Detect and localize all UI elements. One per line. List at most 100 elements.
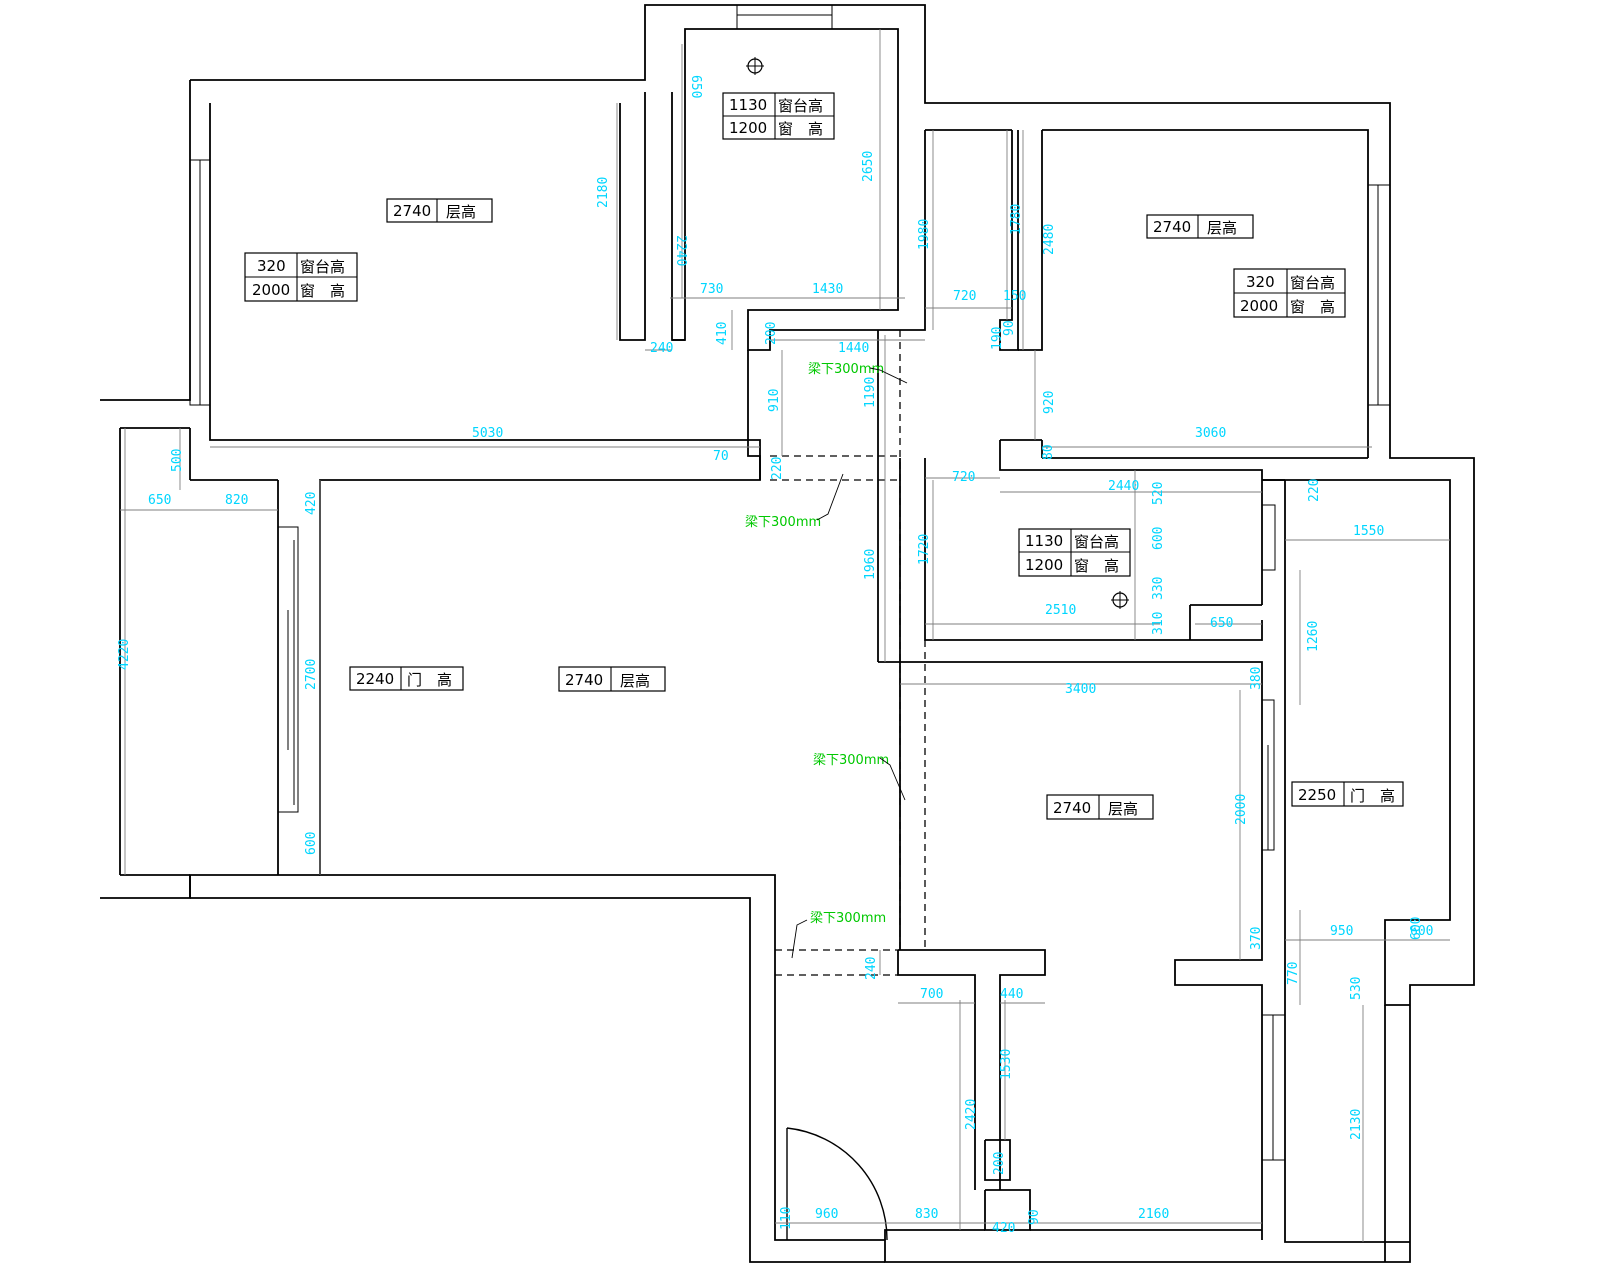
sill-height-value: 1130 — [729, 96, 767, 114]
dimension-text: 650 — [1210, 616, 1233, 631]
dimension-text: 950 — [1330, 924, 1353, 939]
dimension-values: 650 2180 2240 2650 730 1430 240 410 200 … — [117, 75, 1433, 1236]
door-height-text: 门 高 — [407, 671, 452, 689]
window-spec-label: 1130 窗台高 1200 窗 高 — [722, 92, 835, 140]
window-height-text: 窗 高 — [300, 282, 345, 300]
ceiling-height-value: 2740 — [565, 671, 603, 689]
dimension-text: 700 — [920, 987, 943, 1002]
dimension-text: 830 — [915, 1207, 938, 1222]
dimension-text: 70 — [713, 449, 729, 464]
dimension-text: 240 — [650, 341, 673, 356]
dimension-lines — [120, 29, 1450, 1242]
dimension-text: 3060 — [1195, 426, 1226, 441]
ceiling-height-value: 2740 — [393, 202, 431, 220]
dimension-text: 820 — [225, 493, 248, 508]
ceiling-height-label: 2740 层高 — [1046, 794, 1154, 820]
door-height-value: 2240 — [356, 670, 394, 688]
dimension-text: 310 — [1151, 612, 1166, 635]
dimension-text: 190 — [990, 327, 1005, 350]
dimension-text: 1780 — [1009, 204, 1024, 235]
dimension-text: 720 — [952, 470, 975, 485]
exhaust-fan-icon — [1111, 591, 1129, 609]
beam-note: 梁下300mm — [813, 753, 889, 768]
sill-height-text: 窗台高 — [1290, 274, 1335, 292]
interior-walls — [619, 28, 1451, 1262]
window-top-bathroom — [736, 4, 833, 30]
window-balcony — [277, 526, 299, 813]
dimension-text: 150 — [1003, 289, 1026, 304]
dimension-text: 530 — [1349, 977, 1364, 1000]
ceiling-height-text: 层高 — [446, 203, 476, 221]
window-height-value: 2000 — [1240, 297, 1278, 315]
dimension-text: 2440 — [1108, 479, 1139, 494]
dimension-text: 2420 — [964, 1099, 979, 1130]
dimension-text: 200 — [992, 1152, 1007, 1175]
entry-door — [786, 1127, 888, 1241]
dimension-text: 1530 — [999, 1049, 1014, 1080]
dimension-text: 420 — [992, 1221, 1015, 1236]
dimension-text: 2650 — [861, 151, 876, 182]
dimension-text: 440 — [1000, 987, 1023, 1002]
dimension-text: 500 — [170, 449, 185, 472]
sill-height-text: 窗台高 — [300, 258, 345, 276]
sill-height-value: 1130 — [1025, 532, 1063, 550]
window-bedroom-2 — [1367, 184, 1391, 406]
beam-note: 梁下300mm — [808, 362, 884, 377]
dimension-text: 90 — [1027, 1209, 1042, 1225]
dimension-text: 1960 — [863, 549, 878, 580]
outer-walls — [100, 4, 1475, 1263]
window-spec-label: 1130 窗台高 1200 窗 高 — [1018, 528, 1131, 577]
dimension-text: 1430 — [812, 282, 843, 297]
window-height-text: 窗 高 — [778, 120, 823, 138]
window-height-value: 1200 — [1025, 556, 1063, 574]
beam-lines — [770, 330, 926, 976]
door-height-value: 2250 — [1298, 786, 1336, 804]
windows — [189, 4, 1391, 1161]
window-height-text: 窗 高 — [1290, 298, 1335, 316]
dimension-text: 770 — [1286, 962, 1301, 985]
sill-height-text: 窗台高 — [1074, 533, 1119, 551]
dimension-text: 220 — [1307, 479, 1322, 502]
dimension-text: 110 — [779, 1207, 794, 1230]
dimension-text: 650 — [148, 493, 171, 508]
dimension-text: 2160 — [1138, 1207, 1169, 1222]
dimension-text: 2240 — [673, 235, 688, 266]
dimension-text: 1720 — [917, 534, 932, 565]
ceiling-height-label: 2740 层高 — [386, 198, 493, 223]
dimension-text: 730 — [700, 282, 723, 297]
window-height-value: 1200 — [729, 119, 767, 137]
ceiling-height-text: 层高 — [1108, 800, 1138, 818]
dimension-text: 600 — [304, 832, 319, 855]
ceiling-height-text: 层高 — [620, 672, 650, 690]
dimension-text: 220 — [770, 457, 785, 480]
dimension-text: 3400 — [1065, 682, 1096, 697]
dimension-text: 600 — [1409, 917, 1424, 940]
dimension-text: 420 — [304, 492, 319, 515]
dimension-text: 200 — [764, 322, 779, 345]
beam-note: 梁下300mm — [745, 515, 821, 530]
dimension-text: 600 — [1151, 527, 1166, 550]
sill-height-value: 320 — [1246, 273, 1275, 291]
dimension-text: 370 — [1249, 927, 1264, 950]
dimension-text: 1550 — [1353, 524, 1384, 539]
door-height-label: 2240 门 高 — [349, 666, 464, 691]
dimension-text: 330 — [1151, 577, 1166, 600]
door-height-label: 2250 门 高 — [1291, 781, 1404, 807]
dimension-text: 1980 — [917, 219, 932, 250]
window-height-value: 2000 — [252, 281, 290, 299]
beam-note: 梁下300mm — [810, 911, 886, 926]
dimension-text: 2700 — [304, 659, 319, 690]
dimension-text: 80 — [1041, 444, 1056, 460]
sill-height-text: 窗台高 — [778, 97, 823, 115]
window-height-text: 窗 高 — [1074, 557, 1119, 575]
dimension-text: 1260 — [1306, 621, 1321, 652]
dimension-text: 910 — [767, 389, 782, 412]
dimension-text: 2130 — [1349, 1109, 1364, 1140]
dimension-text: 650 — [688, 75, 703, 98]
dimension-text: 5030 — [472, 426, 503, 441]
dimension-text: 920 — [1042, 391, 1057, 414]
window-small-right — [1261, 504, 1276, 571]
dimension-text: 410 — [715, 322, 730, 345]
dimension-text: 90 — [1002, 320, 1017, 336]
